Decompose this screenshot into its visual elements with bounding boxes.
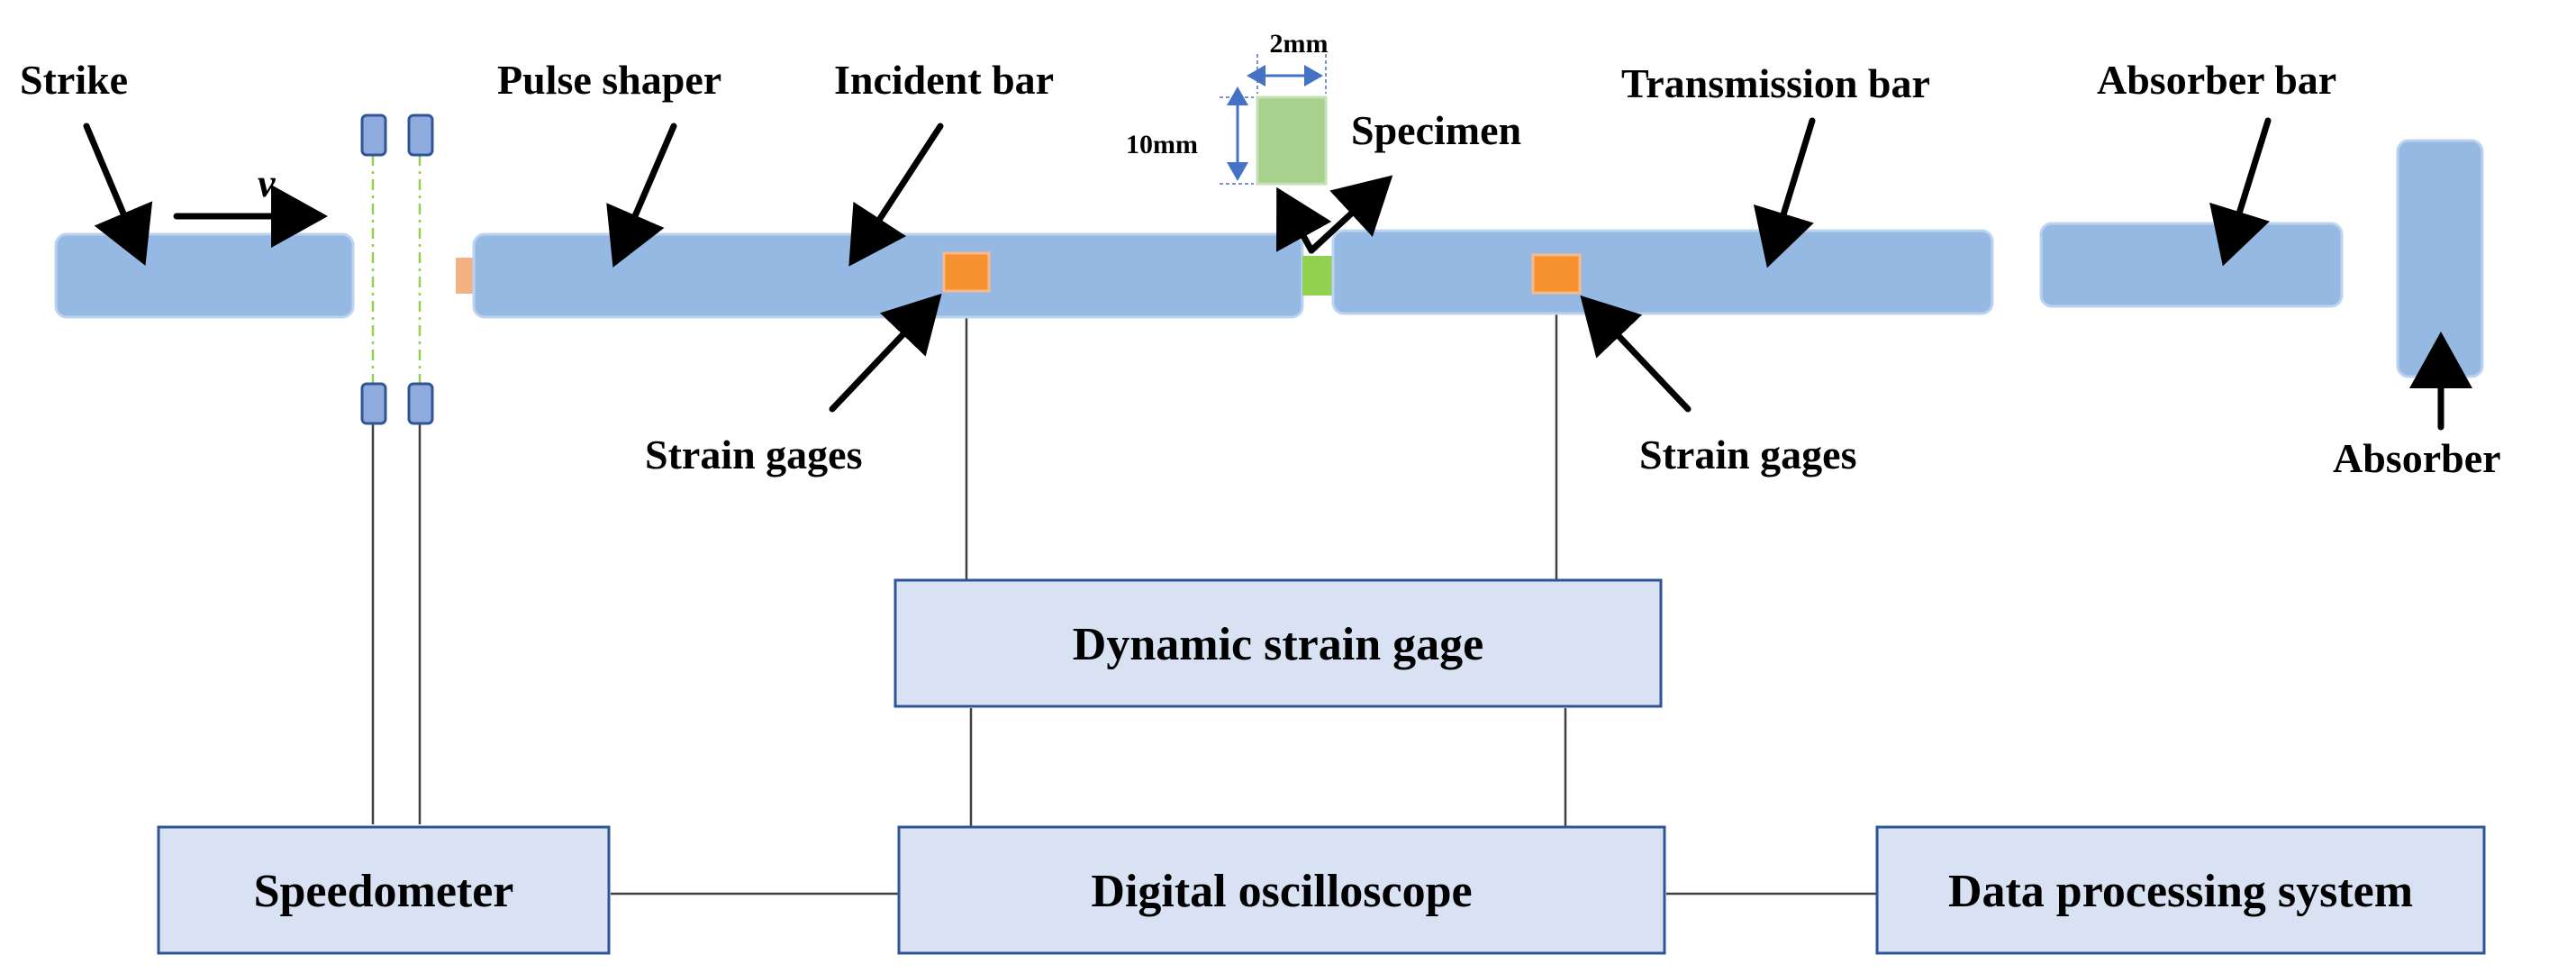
strain-gages-right-label: Strain gages <box>1639 432 1857 477</box>
transmission-bar-pointer <box>1753 117 1816 268</box>
sensor-emitter-1 <box>360 114 387 157</box>
data-processing-system-box <box>1875 825 2486 955</box>
speedometer-box <box>157 825 611 955</box>
incident-bar-pointer <box>848 123 944 267</box>
velocity-sensors <box>360 114 434 425</box>
transmission-bar <box>1331 229 1994 315</box>
incident-gage-pointer <box>829 293 942 413</box>
pulse-shaper-pointer <box>606 123 677 268</box>
incident-bar-label: Incident bar <box>834 57 1054 103</box>
data-processing-system-text: Data processing system <box>1948 866 2413 917</box>
sensor-receiver-2 <box>407 382 434 425</box>
sensor-receiver-1 <box>360 382 387 425</box>
specimen-enlarged <box>1256 95 1328 186</box>
strike-pointer <box>83 123 153 266</box>
specimen-pointer-right <box>1308 175 1393 254</box>
transmission-strain-gauge <box>1531 253 1582 295</box>
pulse-shaper-label: Pulse shaper <box>497 57 721 103</box>
specimen-label: Specimen <box>1351 107 1521 153</box>
specimen-detail: 2mm 10mm <box>1126 29 1329 186</box>
absorber-bar-pointer <box>2209 117 2272 267</box>
instrument-boxes: Dynamic strain gage Speedometer Digital … <box>157 578 2486 955</box>
pointer-arrows <box>83 117 2472 431</box>
strain-gages-left-label: Strain gages <box>645 432 863 477</box>
transmission-gage-pointer <box>1580 295 1692 413</box>
absorber-bar <box>2039 222 2344 308</box>
digital-oscilloscope-box <box>897 825 1666 955</box>
incident-bar <box>472 232 1304 319</box>
strike-label: Strike <box>20 57 128 103</box>
pulse-shaper <box>456 258 476 294</box>
wires <box>371 314 1877 896</box>
dynamic-strain-gage-box <box>893 578 1663 708</box>
absorber-bar-label: Absorber bar <box>2097 57 2336 103</box>
dimension-height-label: 10mm <box>1126 130 1198 159</box>
digital-oscilloscope-text: Digital oscilloscope <box>1091 866 1472 917</box>
transmission-bar-label: Transmission bar <box>1621 60 1930 106</box>
absorber-label: Absorber <box>2333 435 2501 481</box>
strike-bar <box>54 232 355 319</box>
dimension-width-label: 2mm <box>1270 29 1329 59</box>
incident-strain-gauge <box>942 251 991 293</box>
velocity-label: v <box>258 161 276 205</box>
bars <box>54 139 2484 378</box>
dynamic-strain-gage-text: Dynamic strain gage <box>1073 619 1483 670</box>
labels: Strike v Pulse shaper Incident bar Speci… <box>20 57 2501 481</box>
sensor-emitter-2 <box>407 114 434 157</box>
specimen-pointer-left <box>1276 186 1332 254</box>
speedometer-text: Speedometer <box>254 866 514 917</box>
specimen-contact <box>1302 256 1333 296</box>
